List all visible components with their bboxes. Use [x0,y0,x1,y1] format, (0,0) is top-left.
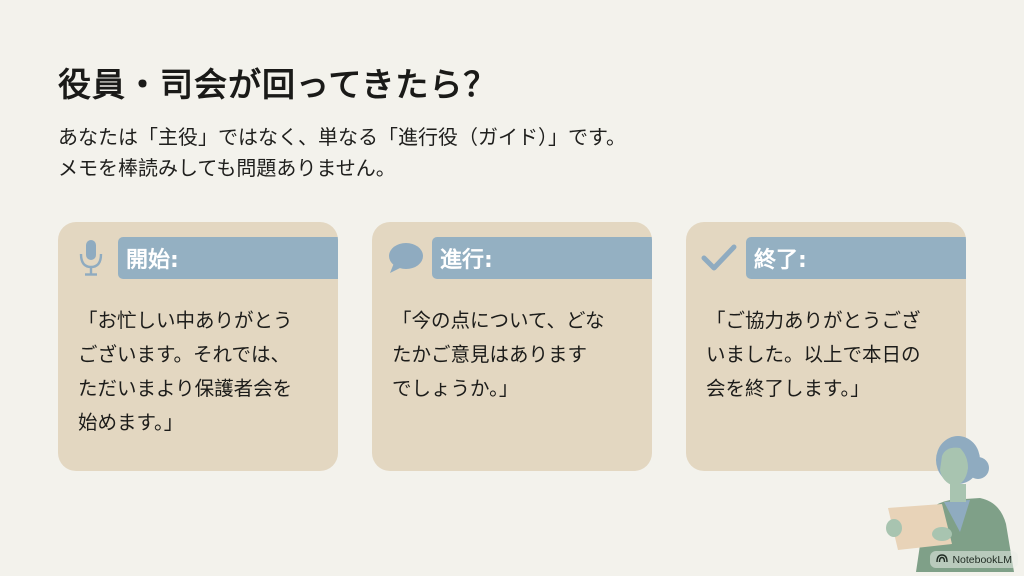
card-heading: 終了: [746,237,966,279]
card-quote: 「お忙しい中ありがとう ございます。それでは、 ただいまより保護者会を 始めます… [78,309,293,434]
card-quote: 「今の点について、どな たかご意見はあります でしょうか。」 [392,309,605,400]
card-end: 終了: 「ご協力ありがとうござ いました。以上で本日の 会を終了します。」 [686,222,966,471]
checkmark-icon [700,238,738,278]
slide-subtitle: あなたは「主役」ではなく、単なる「進行役（ガイド）」です。 メモを棒読みしても問… [58,122,626,184]
microphone-icon [76,238,106,278]
subtitle-line: メモを棒読みしても問題ありません。 [58,156,396,180]
notebooklm-logo-icon [936,553,949,566]
watermark-label: NotebookLM [952,553,1012,566]
speech-bubble-icon [386,238,424,278]
card-heading: 開始: [118,237,338,279]
slide-title: 役員・司会が回ってきたら？ [58,65,498,104]
card-heading: 進行: [432,237,652,279]
notebooklm-watermark: NotebookLM [930,551,1018,568]
card-start: 開始: 「お忙しい中ありがとう ございます。それでは、 ただいまより保護者会を … [58,222,338,471]
card-quote: 「ご協力ありがとうござ いました。以上で本日の 会を終了します。」 [706,309,921,400]
card-progress: 進行: 「今の点について、どな たかご意見はあります でしょうか。」 [372,222,652,471]
subtitle-line: あなたは「主役」ではなく、単なる「進行役（ガイド）」です。 [58,125,626,149]
